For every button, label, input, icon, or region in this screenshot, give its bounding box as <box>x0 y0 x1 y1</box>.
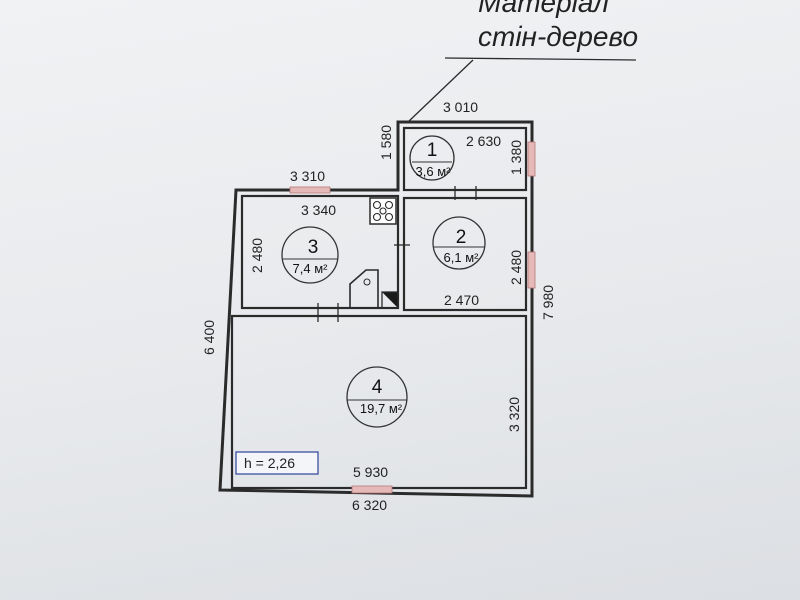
room3-walls <box>240 194 400 310</box>
window-room4 <box>351 485 393 494</box>
room-number: 2 <box>456 227 467 248</box>
title-leader-line <box>407 59 474 123</box>
room2-walls <box>402 196 528 312</box>
window-room3 <box>289 186 331 194</box>
dim-label: 2 480 <box>508 250 524 285</box>
title-underline <box>444 57 637 61</box>
room-area: 3,6 м² <box>416 164 452 179</box>
dim-label: 2 470 <box>444 292 479 308</box>
title-line1: Матеріал <box>478 0 609 18</box>
title-line2: стін-дерево <box>478 21 638 52</box>
dim-label: 1 580 <box>378 125 394 160</box>
dim-label: 2 630 <box>466 133 501 149</box>
room-area: 7,4 м² <box>293 261 329 276</box>
room-label-1: 1 3,6 м² <box>409 135 455 181</box>
outer-wall <box>218 120 534 498</box>
room1-walls <box>402 126 528 192</box>
dim-label: 3 320 <box>506 397 522 432</box>
room-label-4: 4 19,7 м² <box>346 366 408 428</box>
dim-label: 3 010 <box>443 99 478 115</box>
room-number: 1 <box>427 140 438 161</box>
dim-label: 5 930 <box>353 464 388 480</box>
height-box <box>235 451 319 475</box>
dim-label: 6 400 <box>201 320 217 355</box>
room-area: 6,1 м² <box>444 250 480 265</box>
furnace-icon <box>349 269 399 309</box>
room-number: 4 <box>372 377 383 398</box>
dim-label: 2 480 <box>249 238 265 273</box>
room-label-3: 3 7,4 м² <box>281 226 339 284</box>
stove-icon <box>369 197 397 225</box>
dim-label: 6 320 <box>352 497 387 513</box>
room-area: 19,7 м² <box>360 401 403 416</box>
dim-label: 3 310 <box>290 168 325 184</box>
room-number: 3 <box>308 237 319 258</box>
height-label: h = 2,26 <box>244 455 295 471</box>
dim-label: 3 340 <box>301 202 336 218</box>
dim-label: 1 380 <box>508 140 524 175</box>
room-label-2: 2 6,1 м² <box>432 216 486 270</box>
window-room1 <box>527 141 536 177</box>
dim-label: 7 980 <box>540 285 556 320</box>
window-room2 <box>527 251 536 289</box>
